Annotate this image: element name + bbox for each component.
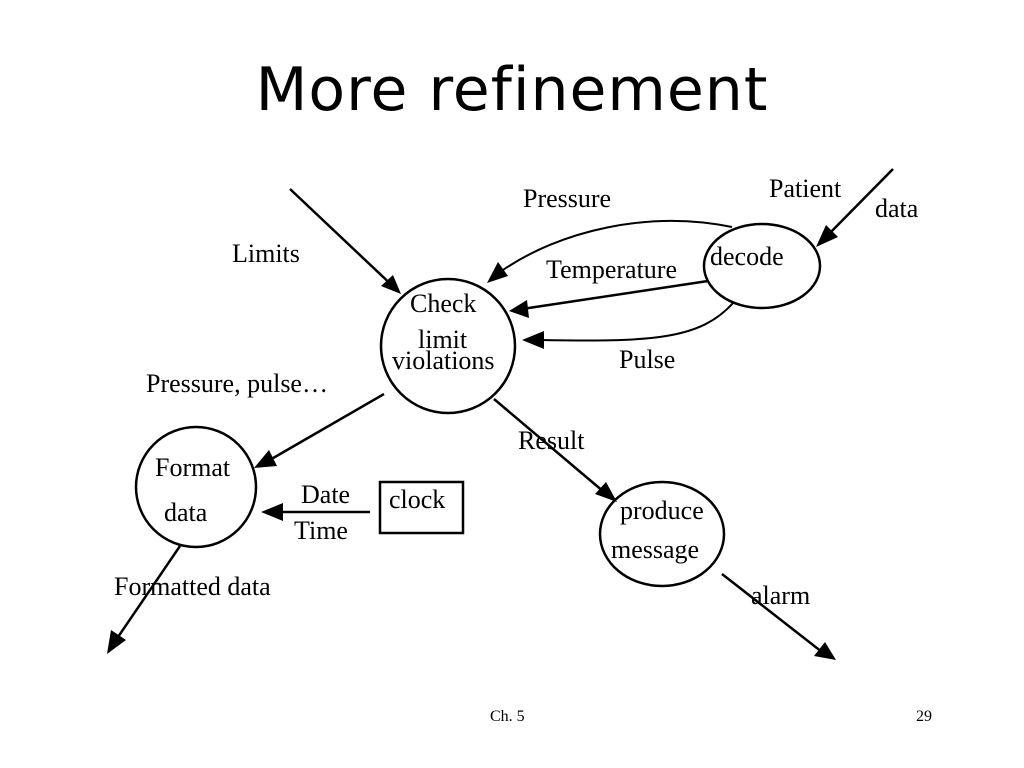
temperature-arrowhead bbox=[509, 300, 529, 318]
pressure-pulse-label: Pressure, pulse… bbox=[146, 369, 328, 398]
produce-label-line2: message bbox=[611, 535, 699, 564]
time-label: Time bbox=[294, 516, 348, 545]
pressure-label: Pressure bbox=[523, 184, 611, 213]
patient-data-arrowhead bbox=[816, 225, 838, 247]
result-arrowhead bbox=[595, 482, 617, 502]
check-label-line2: limit bbox=[418, 325, 468, 354]
patient-data-flow-arrow bbox=[821, 168, 894, 242]
page-number: 29 bbox=[916, 708, 932, 725]
limits-label: Limits bbox=[232, 239, 300, 268]
clock-label: clock bbox=[389, 485, 445, 514]
check-label-line1: Check bbox=[410, 289, 476, 318]
pressure-pulse-flow-arrow bbox=[267, 392, 385, 463]
formatted-data-label: Formatted data bbox=[114, 572, 271, 601]
process-check-limit-violations bbox=[379, 277, 517, 415]
formatted-data-flow-arrow bbox=[116, 545, 182, 638]
pressure-flow-curve bbox=[499, 219, 733, 273]
process-decode bbox=[702, 222, 822, 310]
temperature-flow-arrow bbox=[521, 279, 709, 311]
patient-data-label: data bbox=[875, 194, 919, 223]
result-flow-arrow bbox=[493, 398, 605, 493]
limits-flow-arrow bbox=[289, 188, 399, 292]
process-produce-message bbox=[598, 480, 726, 588]
alarm-flow-arrow bbox=[721, 573, 823, 653]
pressure-arrowhead bbox=[487, 262, 508, 283]
alarm-arrowhead bbox=[814, 642, 836, 660]
formatted-data-arrowhead bbox=[107, 630, 126, 654]
produce-label-line1: produce bbox=[620, 496, 704, 525]
pulse-label: Pulse bbox=[619, 345, 675, 374]
format-label-line2: data bbox=[164, 498, 208, 527]
format-label-line1: Format bbox=[155, 453, 231, 482]
process-format-data bbox=[134, 425, 258, 549]
clock-box bbox=[378, 480, 465, 535]
slide-title: More refinement bbox=[255, 55, 769, 125]
date-time-arrowhead bbox=[261, 503, 283, 521]
pulse-flow-curve bbox=[539, 302, 734, 342]
alarm-label: alarm bbox=[751, 581, 810, 610]
footer-chapter: Ch. 5 bbox=[490, 708, 525, 725]
patient-label: Patient bbox=[769, 174, 842, 203]
pressure-pulse-arrowhead bbox=[254, 450, 277, 468]
limits-arrowhead bbox=[381, 275, 401, 294]
decode-label: decode bbox=[710, 242, 784, 271]
pulse-arrowhead bbox=[522, 331, 544, 349]
date-label: Date bbox=[301, 480, 350, 509]
check-label-line3: violations bbox=[392, 346, 495, 375]
result-label: Result bbox=[518, 426, 585, 455]
temperature-label: Temperature bbox=[546, 255, 677, 284]
